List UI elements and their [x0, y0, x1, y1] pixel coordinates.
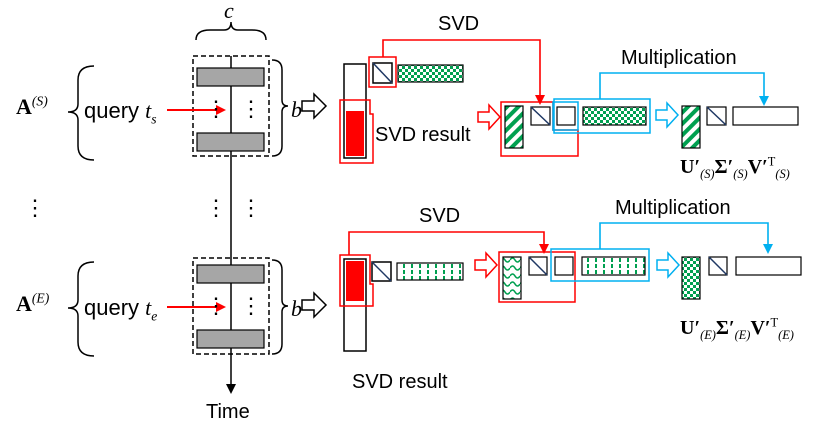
result-formula-top: U′(S)Σ′(S)V′T(S): [680, 154, 790, 181]
brace-bottom: [67, 261, 95, 357]
vdots-window-bottom-right: ⋮: [240, 293, 262, 318]
result-stage-bottom: [681, 256, 802, 300]
time-label: Time: [206, 401, 250, 423]
vdots-window-top-left: ⋮: [205, 96, 227, 121]
brace-top: [67, 65, 95, 161]
mult-arrow-bottom: [599, 222, 773, 254]
label-b-top: b: [291, 97, 302, 122]
result-stage-top: [681, 105, 799, 149]
svd-label-top: SVD: [438, 13, 480, 35]
query-label-bottom: query te: [84, 295, 158, 324]
multiplication-label-bottom: Multiplication: [615, 197, 731, 219]
svd-arrow-bottom: [348, 231, 549, 255]
vdots-middle-right: ⋮: [240, 195, 262, 220]
svd-result-label-bottom: SVD result: [352, 371, 448, 393]
svd-stage-bottom: [339, 254, 464, 352]
hollow-arrow-1: [301, 92, 328, 120]
vdots-middle-left: ⋮: [205, 195, 227, 220]
recombine-stage-bottom: [498, 248, 650, 303]
svd-arrow-top: [382, 39, 545, 105]
result-formula-bottom: U′(E)Σ′(E)V′T(E): [680, 315, 794, 342]
window-top: [167, 21, 289, 157]
recombine-stage-top: [500, 98, 651, 157]
window-bottom: [167, 257, 289, 355]
hollow-arrow-2: [301, 291, 328, 319]
matrix-label-top: A(S): [16, 93, 48, 119]
multiplication-label-top: Multiplication: [621, 47, 737, 69]
svd-stage-top: [339, 56, 464, 164]
vdots-left: ⋮: [24, 195, 46, 220]
vdots-window-bottom-left: ⋮: [205, 293, 227, 318]
matrix-label-bottom: A(E): [16, 290, 50, 316]
mult-arrow-top: [599, 72, 769, 106]
vdots-window-top-right: ⋮: [240, 96, 262, 121]
query-label-top: query ts: [84, 98, 157, 127]
svd-result-label-top: SVD result: [375, 124, 471, 146]
hollow-arrow-red-1: [477, 103, 502, 131]
label-c: c: [224, 0, 234, 23]
hollow-arrow-blue-2: [656, 251, 681, 279]
hollow-arrow-blue-1: [655, 101, 680, 129]
hollow-arrow-red-2: [474, 251, 499, 279]
label-b-bottom: b: [291, 296, 302, 321]
svd-label-bottom: SVD: [419, 205, 461, 227]
